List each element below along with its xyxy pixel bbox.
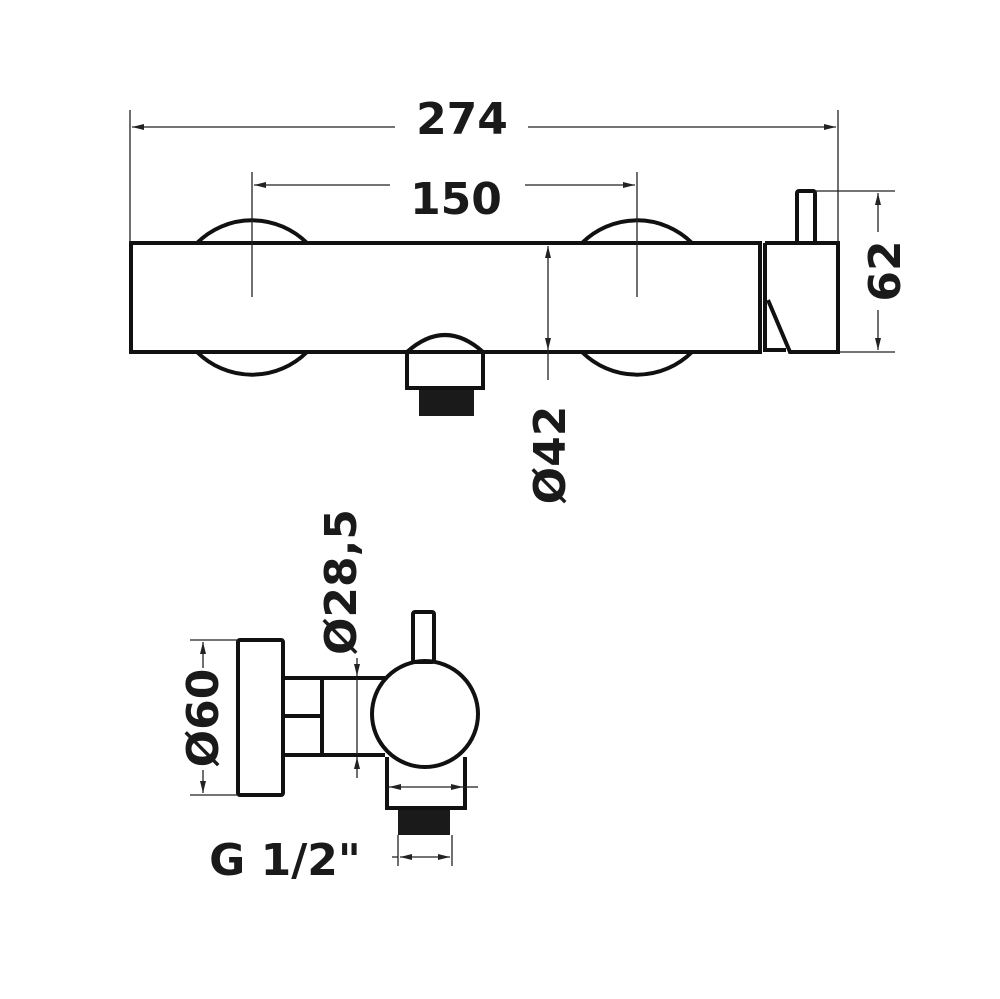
end-cap	[763, 241, 840, 354]
outlet	[405, 333, 485, 390]
dim-overall-length: 274	[416, 94, 508, 145]
outlet-thread-side	[398, 810, 450, 835]
outlet-block	[385, 757, 467, 810]
wall-flange	[236, 638, 285, 797]
dim-flange-spacing: 150	[410, 174, 502, 225]
body-section	[370, 659, 480, 769]
dim-thread-size: G 1/2"	[209, 835, 361, 886]
outlet-thread	[419, 390, 474, 416]
mixer-body	[129, 241, 762, 354]
front-view: 274 150 62 Ø42	[129, 94, 911, 505]
stem	[322, 676, 385, 757]
side-view: Ø60 Ø28,5 G 1/2"	[178, 509, 480, 886]
dim-body-height: 62	[860, 240, 911, 301]
dim-body-diameter: Ø42	[525, 406, 576, 505]
dim-flange-diameter: Ø60	[178, 669, 229, 768]
lever-pin	[795, 189, 817, 245]
lever-section	[411, 610, 436, 664]
dim-stem-diameter: Ø28,5	[316, 509, 367, 655]
